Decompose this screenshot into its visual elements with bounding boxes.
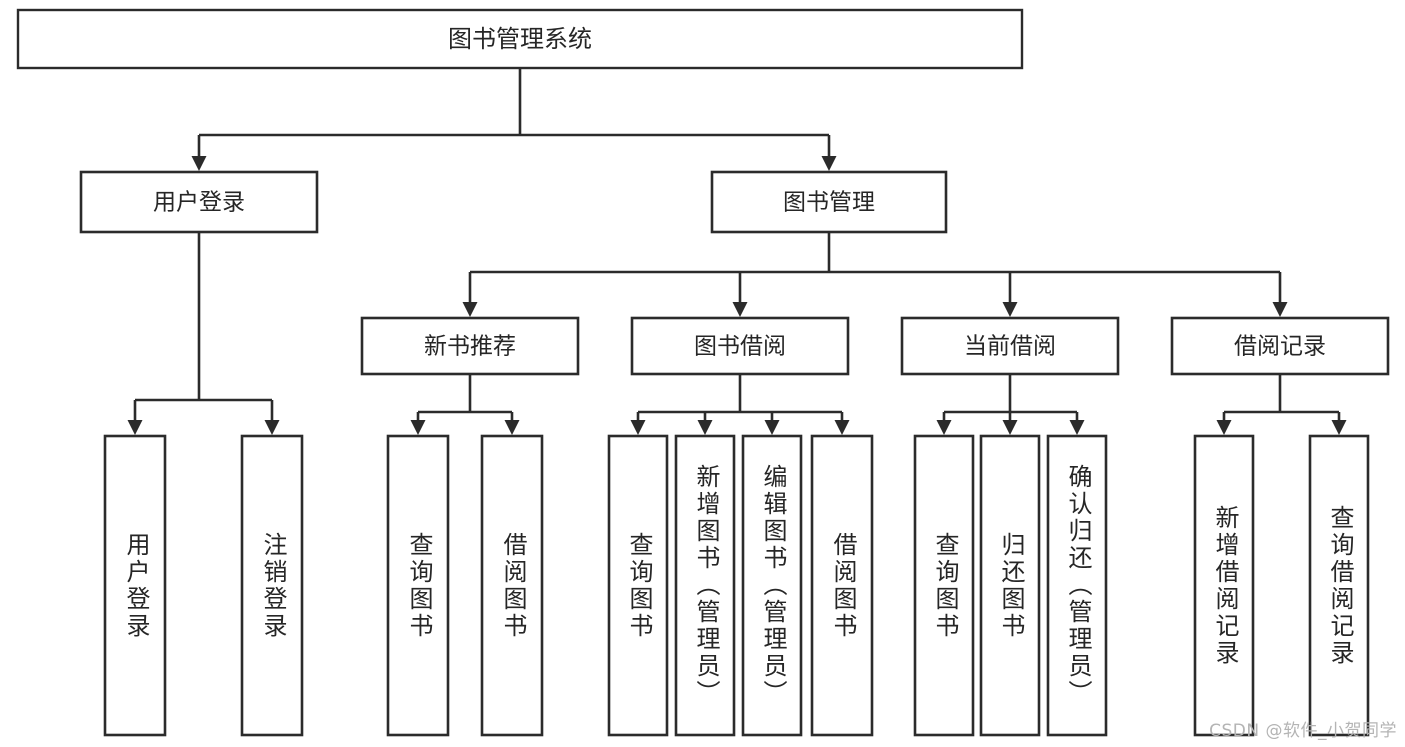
arrow-head-icon [1272, 302, 1288, 317]
arrow-head-icon [1216, 420, 1232, 435]
node-borrow-record-box [1170, 316, 1390, 376]
node-leaf-query-book-rec[interactable] [386, 434, 450, 737]
arrow-head-icon [697, 420, 713, 435]
node-leaf-user-login[interactable] [103, 434, 167, 737]
node-leaf-user-logout[interactable] [240, 434, 304, 737]
arrow-head-icon [1002, 302, 1018, 317]
node-leaf-query-book-rec-box [386, 434, 450, 737]
node-new-book-recommend-label: 新书推荐 [424, 334, 516, 360]
arrow-head-icon [264, 420, 280, 435]
node-new-book-recommend[interactable]: 新书推荐 [360, 316, 580, 376]
node-book-management-label: 图书管理 [783, 190, 875, 216]
node-borrow-record-label: 借阅记录 [1234, 334, 1326, 360]
node-user-login[interactable]: 用户登录 [79, 170, 319, 234]
node-new-book-recommend-box [360, 316, 580, 376]
node-user-login-box [79, 170, 319, 234]
node-leaf-confirm-return[interactable] [1046, 434, 1108, 737]
node-root-label: 图书管理系统 [448, 25, 592, 53]
node-root-box [16, 8, 1024, 70]
arrow-head-icon [764, 420, 780, 435]
node-leaf-add-book[interactable] [674, 434, 736, 737]
arrow-head-icon [191, 156, 207, 171]
node-leaf-query-book-cur-box [913, 434, 975, 737]
node-book-borrow-box [630, 316, 850, 376]
node-leaf-edit-book-box [741, 434, 803, 737]
connectors-layer [127, 68, 1347, 435]
node-leaf-add-book-box [674, 434, 736, 737]
arrow-head-icon [630, 420, 646, 435]
node-leaf-user-logout-box [240, 434, 304, 737]
arrow-head-icon [462, 302, 478, 317]
arrow-head-icon [936, 420, 952, 435]
arrow-head-icon [834, 420, 850, 435]
node-leaf-borrow-book-bor[interactable] [810, 434, 874, 737]
node-leaf-query-borrow-record-box [1308, 434, 1370, 737]
node-current-borrow-label: 当前借阅 [964, 334, 1056, 360]
arrow-head-icon [410, 420, 426, 435]
watermark-text: CSDN @软件_小贺同学 [1209, 721, 1397, 741]
node-leaf-add-borrow-record[interactable] [1193, 434, 1255, 737]
node-book-borrow[interactable]: 图书借阅 [630, 316, 850, 376]
node-root[interactable]: 图书管理系统 [16, 8, 1024, 70]
node-leaf-confirm-return-box [1046, 434, 1108, 737]
node-current-borrow[interactable]: 当前借阅 [900, 316, 1120, 376]
node-user-login-label: 用户登录 [153, 190, 245, 216]
node-borrow-record[interactable]: 借阅记录 [1170, 316, 1390, 376]
arrow-head-icon [127, 420, 143, 435]
node-leaf-add-borrow-record-box [1193, 434, 1255, 737]
arrow-head-icon [1331, 420, 1347, 435]
node-leaf-query-book-bor-box [607, 434, 669, 737]
node-current-borrow-box [900, 316, 1120, 376]
node-book-borrow-label: 图书借阅 [694, 334, 786, 360]
node-leaf-borrow-book-rec-box [480, 434, 544, 737]
node-leaf-user-login-box [103, 434, 167, 737]
arrow-head-icon [1002, 420, 1018, 435]
node-leaf-query-book-bor[interactable] [607, 434, 669, 737]
node-leaf-return-book[interactable] [979, 434, 1041, 737]
node-leaf-query-borrow-record[interactable] [1308, 434, 1370, 737]
arrow-head-icon [732, 302, 748, 317]
node-leaf-borrow-book-bor-box [810, 434, 874, 737]
node-leaf-return-book-box [979, 434, 1041, 737]
node-leaf-borrow-book-rec[interactable] [480, 434, 544, 737]
arrow-head-icon [1069, 420, 1085, 435]
arrow-head-icon [821, 156, 837, 171]
node-book-management[interactable]: 图书管理 [710, 170, 948, 234]
node-leaf-query-book-cur[interactable] [913, 434, 975, 737]
arrow-head-icon [504, 420, 520, 435]
node-book-management-box [710, 170, 948, 234]
node-leaf-edit-book[interactable] [741, 434, 803, 737]
